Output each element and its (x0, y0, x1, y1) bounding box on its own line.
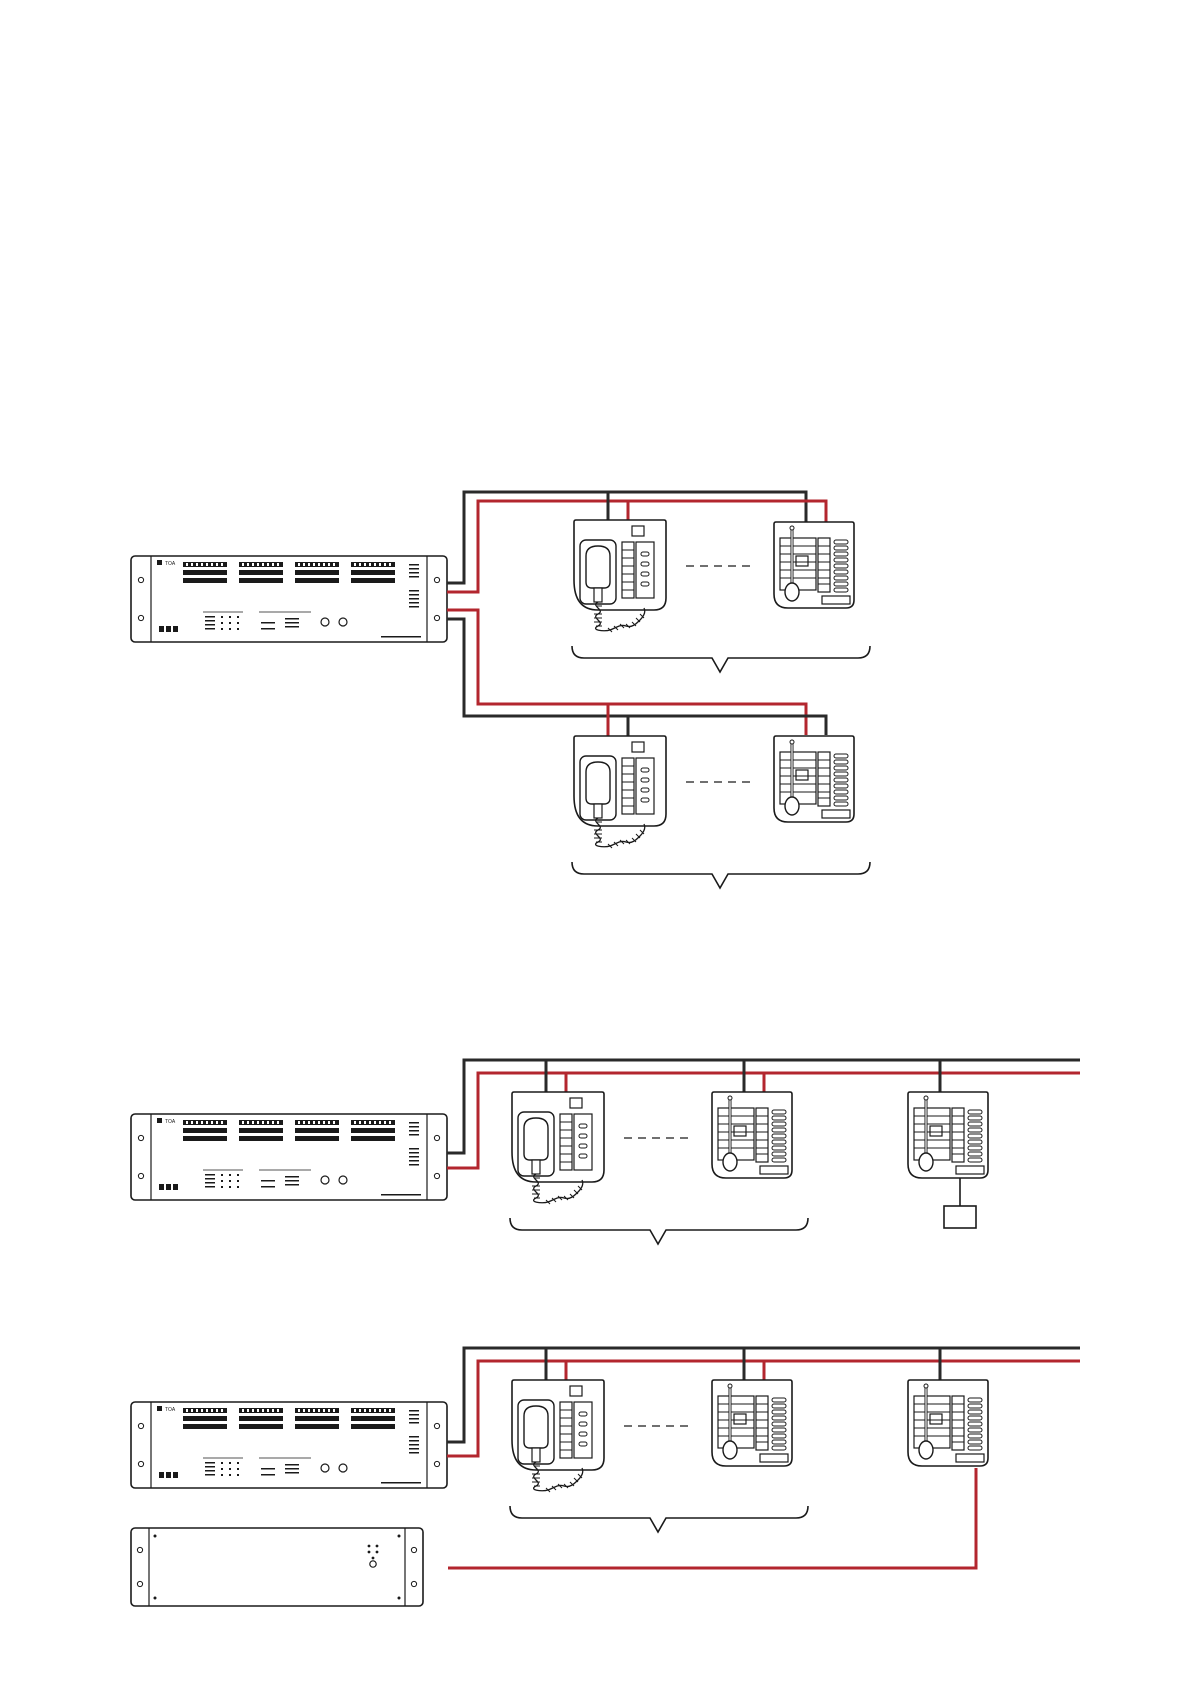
gooseneck-station-icon (774, 522, 854, 608)
small-box-icon (944, 1206, 976, 1228)
diagram-3-bus-with-rack (131, 1348, 1080, 1606)
handset-station-icon (512, 1380, 604, 1492)
gooseneck-station-icon (712, 1380, 792, 1466)
group-brace (510, 1218, 808, 1244)
gooseneck-station-icon (908, 1380, 988, 1466)
gooseneck-station-icon (712, 1092, 792, 1178)
rack-unit-icon (131, 1402, 447, 1488)
diagram-2-bus-with-box (131, 1060, 1080, 1244)
group-brace (572, 646, 870, 672)
gooseneck-station-icon (774, 736, 854, 822)
handset-station-icon (512, 1092, 604, 1204)
group-brace (572, 862, 870, 888)
handset-station-icon (574, 736, 666, 848)
rack-blank-panel-icon (131, 1528, 423, 1606)
handset-station-icon (574, 520, 666, 632)
rack-unit-icon (131, 1114, 447, 1200)
diagram-1-two-lines (131, 492, 870, 888)
rack-unit-icon (131, 556, 447, 642)
gooseneck-station-icon (908, 1092, 988, 1178)
group-brace (510, 1506, 808, 1532)
